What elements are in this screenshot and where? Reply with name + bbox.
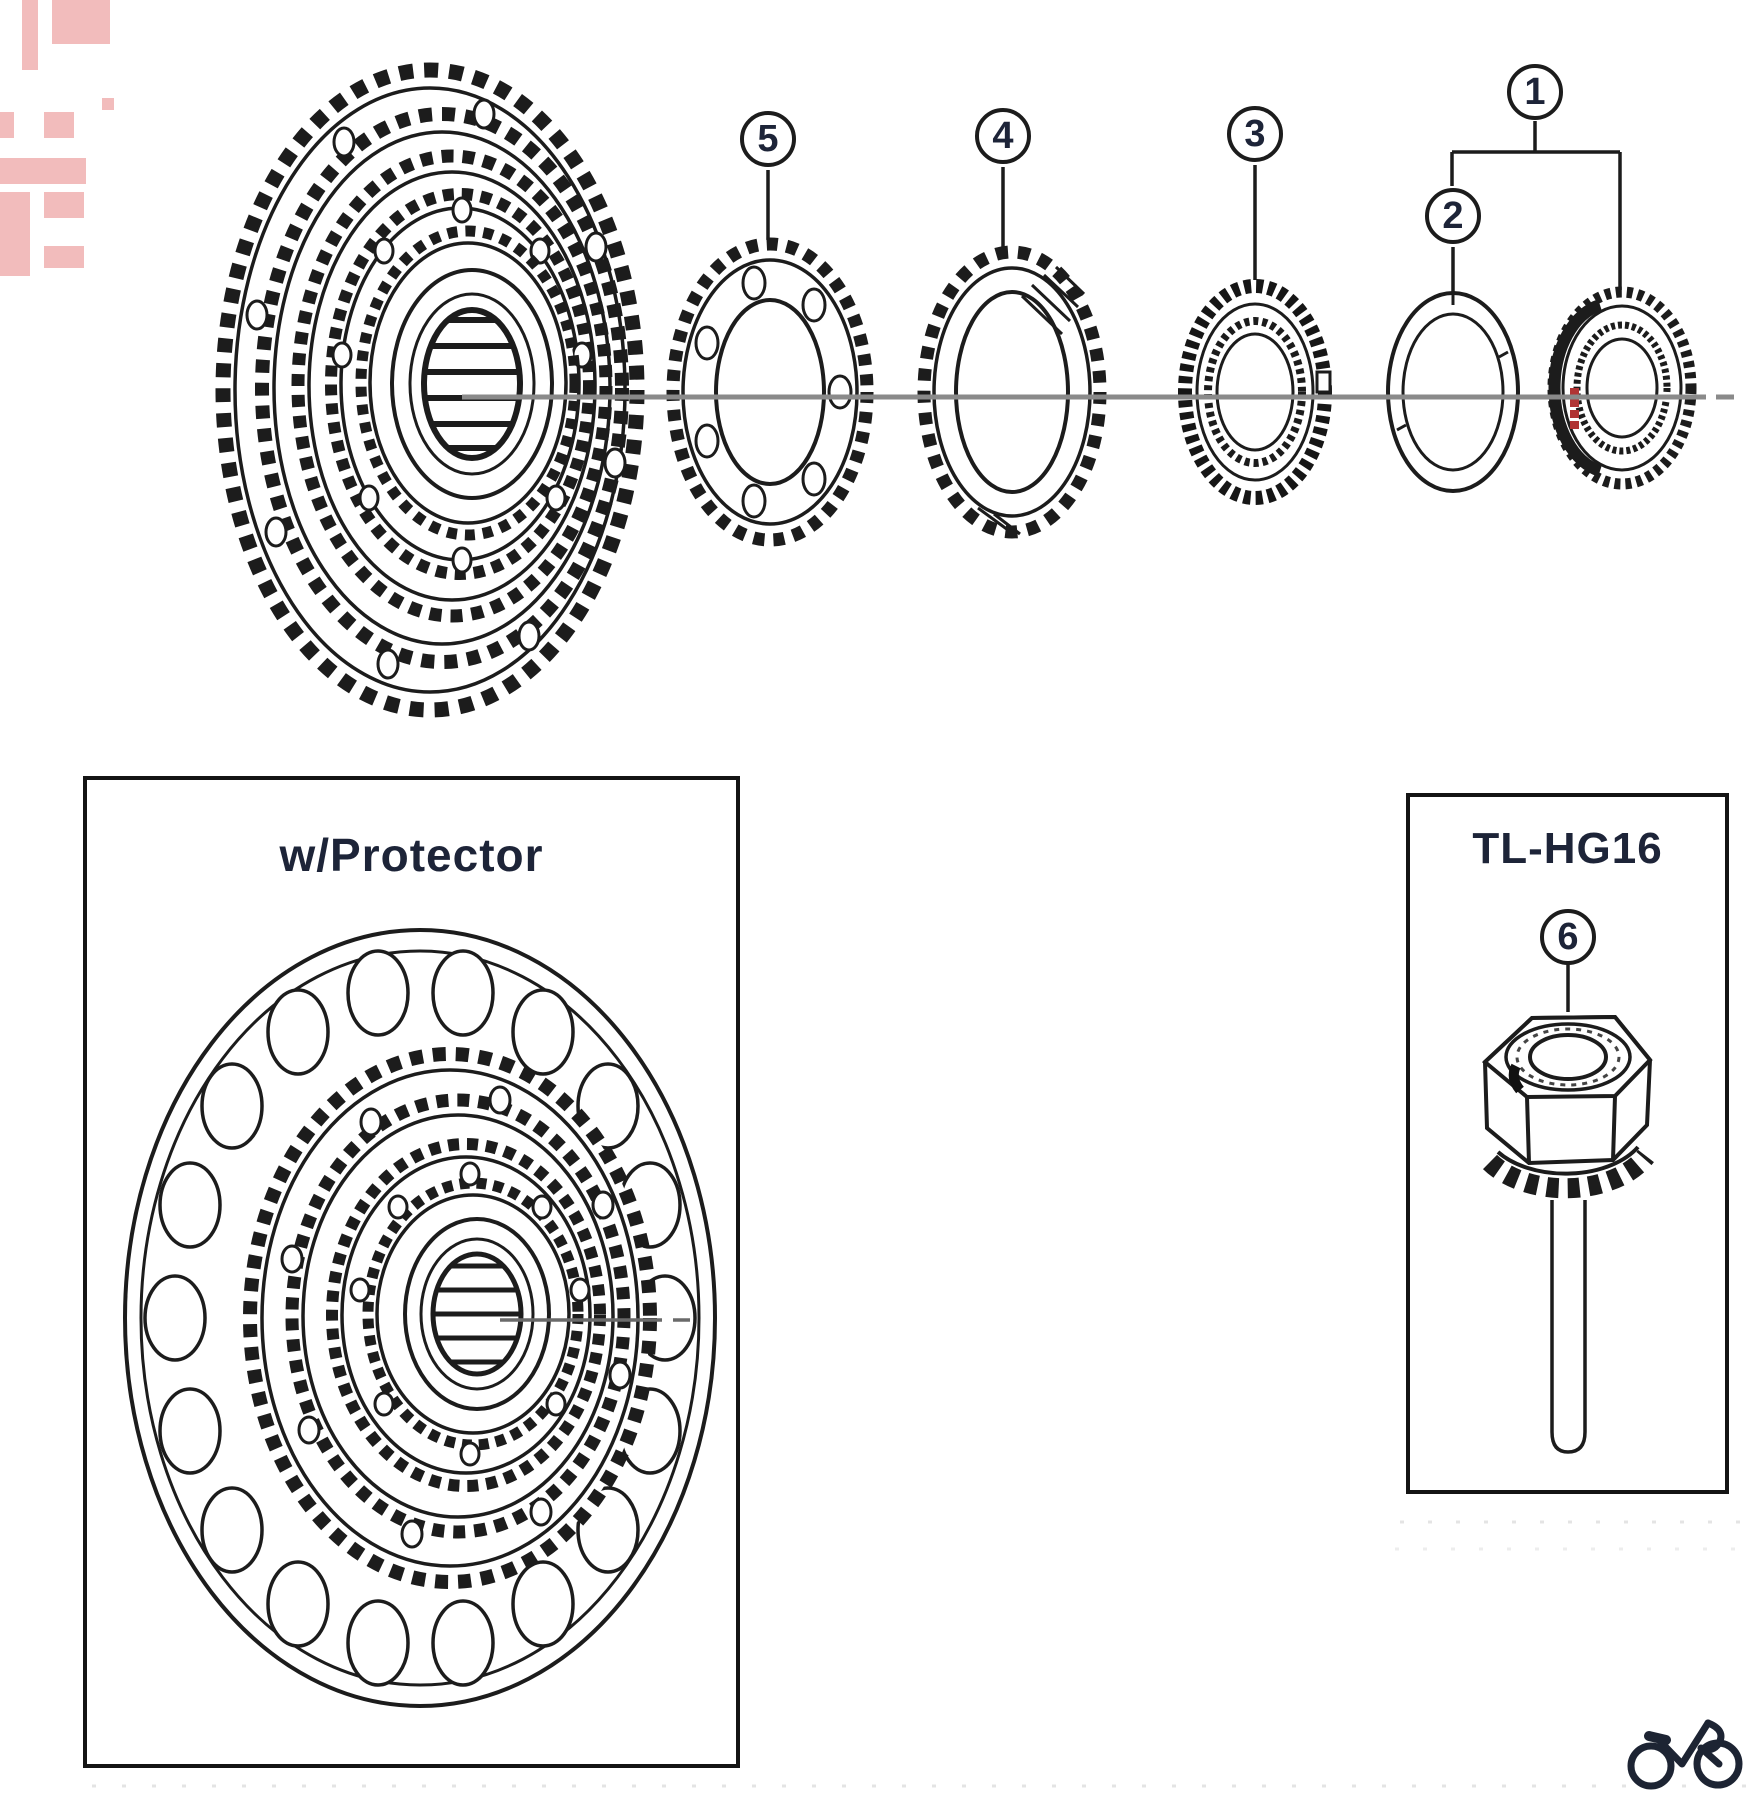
- sprocket-part5-drawing: [666, 237, 874, 547]
- exploded-view-diagram: [215, 62, 1734, 718]
- callout-3: 3: [1227, 106, 1283, 162]
- lockring-red-marking: [1570, 388, 1579, 429]
- tool-box-drawing: [1406, 793, 1729, 1494]
- callout-leader-lines: [766, 121, 1622, 292]
- tool-shaft: [1550, 1200, 1587, 1454]
- protected-cassette-drawing: [243, 1047, 690, 1589]
- protector-box-title: w/Protector: [279, 829, 544, 881]
- corner-artifact-marks: [0, 0, 114, 276]
- thread-hatching: [977, 265, 1086, 536]
- callout-6: 6: [1540, 909, 1596, 965]
- protector-hole-ring: [143, 949, 697, 1687]
- lockring-part1-drawing: [1547, 286, 1697, 490]
- spacer-part2-drawing: [1386, 291, 1520, 493]
- cassette-cluster-drawing: [215, 62, 645, 718]
- sprocket-part4-drawing: [917, 245, 1107, 539]
- callout-2: 2: [1425, 188, 1481, 244]
- tool-engraved-text-marks: [1515, 1027, 1621, 1087]
- lockring-tool-drawing: [1481, 1014, 1654, 1454]
- bicycle-logo: [1627, 1719, 1743, 1790]
- serrated-washer-part3-drawing: [1178, 279, 1332, 505]
- tool-spline-teeth: [1482, 1149, 1654, 1199]
- protector-box-drawing: [83, 776, 740, 1768]
- logo-front-wheel: [1627, 1742, 1675, 1790]
- tool-box-title: TL-HG16: [1472, 824, 1663, 873]
- scan-dotted-lines: [92, 1520, 1750, 1788]
- callout-4: 4: [975, 108, 1031, 164]
- freehub-body-drawing: [390, 268, 554, 500]
- protected-freehub-drawing: [403, 1217, 551, 1411]
- callout-1: 1: [1507, 64, 1563, 120]
- callout-5: 5: [740, 111, 796, 167]
